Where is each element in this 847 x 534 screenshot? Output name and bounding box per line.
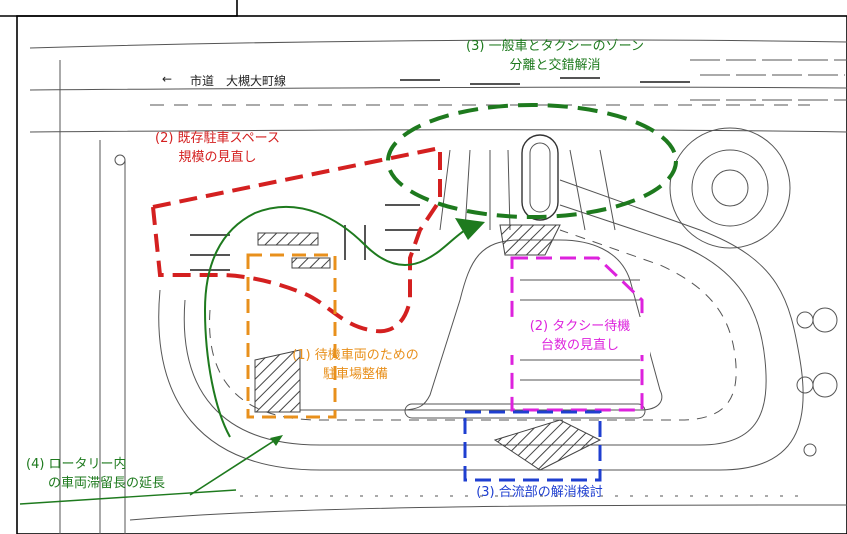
waiting-parking-rect <box>246 253 337 419</box>
queue-leader-arrowhead <box>270 435 283 446</box>
queue-leader-line <box>189 436 281 496</box>
queue-label-underline <box>19 489 237 505</box>
circulation-arrowhead <box>455 218 485 240</box>
circulation-path <box>203 205 471 438</box>
base-plan-linework <box>29 39 847 534</box>
taxi-waiting-outline <box>510 256 644 412</box>
zone-separation-label: (3) 一般車とタクシーのゾーン 分離と交錯解消 <box>466 39 644 73</box>
existing-parking-label: (2) 既存駐車スペース 規模の見直し <box>155 131 280 165</box>
hatched-zones <box>254 224 602 471</box>
road-arrow-icon: ← <box>162 72 173 86</box>
merge-area-rect <box>463 410 602 482</box>
title-block-corner <box>0 0 238 17</box>
zone-separation-ellipse <box>386 103 678 219</box>
queue-length-label: (4) ロータリー内 の車両滞留長の延長 <box>26 457 166 491</box>
waiting-parking-label: (1) 待機車両のための 駐車場整備 <box>292 348 419 382</box>
taxi-waiting-label: (2) タクシー待機 台数の見直し <box>510 317 650 355</box>
drawing-frame <box>16 15 847 534</box>
road-name-label: 市道 大槻大町線 <box>190 74 287 88</box>
merge-area-label: (3) 合流部の解消検討 <box>476 485 603 500</box>
